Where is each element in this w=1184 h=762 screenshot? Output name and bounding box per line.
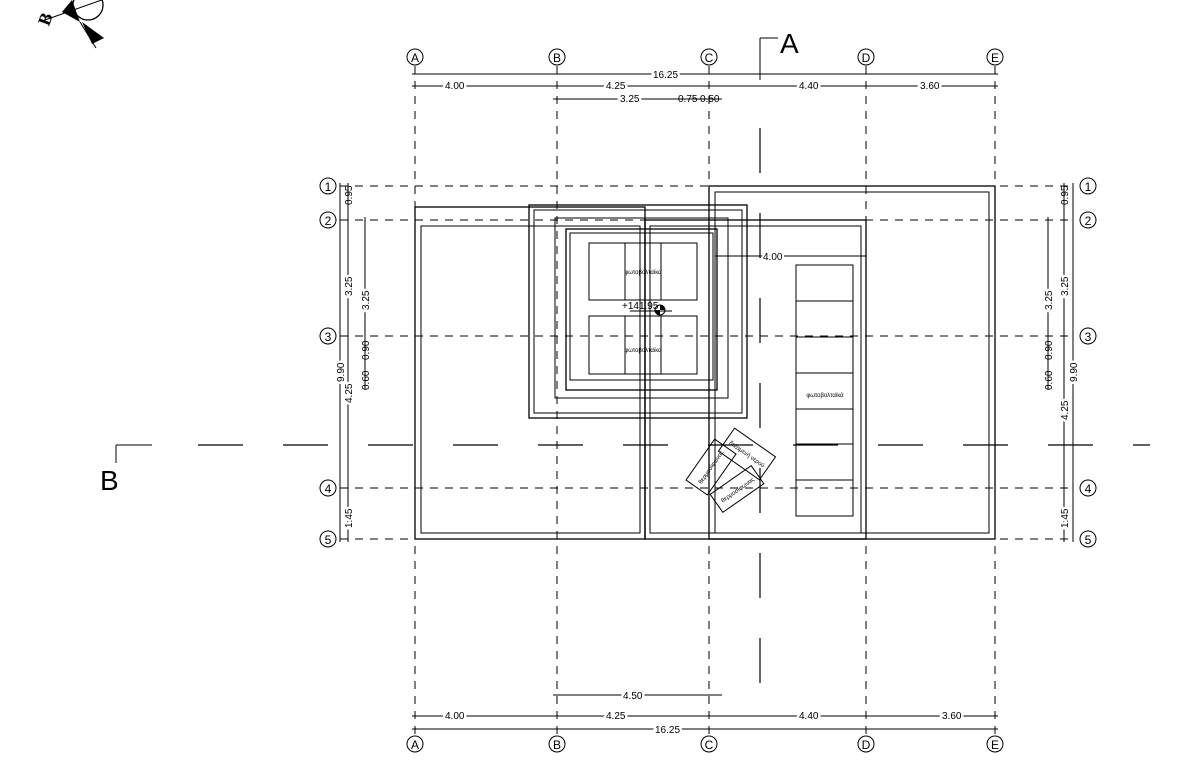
pv-array-bottom: φωτοβολταϊκα — [588, 315, 698, 375]
dimensions-bottom: 4.50 4.00 4.25 4.40 3.60 16.25 — [412, 689, 998, 739]
dimension-label: 4.40 — [799, 711, 819, 722]
dimension-label: 0.60 — [1044, 370, 1055, 390]
dimension-label: 4.00 — [763, 252, 783, 263]
north-arrow-icon: B — [34, 0, 104, 49]
grid-bubbles-left: 1 2 3 4 5 — [319, 177, 337, 548]
dimension-label: B — [553, 51, 561, 65]
dimension-label: 3.60 — [942, 711, 962, 722]
dimension-label: C — [705, 51, 714, 65]
pv-array-top: φωτοβολταϊκα — [588, 242, 698, 301]
dimensions-top: 16.25 4.00 4.25 4.40 3.60 3.25 0.75 0.50 — [412, 68, 998, 108]
elevation-label: +141.95 — [622, 301, 659, 312]
section-a-label: A — [780, 28, 799, 59]
dimension-label: 16.25 — [653, 70, 678, 81]
dimension-label: 4.40 — [799, 81, 819, 92]
section-a: A — [759, 28, 799, 715]
grid-bubbles-right: 1 2 3 4 5 — [1079, 177, 1097, 548]
dimension-label: 9.90 — [1069, 362, 1080, 382]
building-outline — [414, 185, 996, 540]
dimension-label: 4 — [1085, 482, 1092, 496]
dimension-label: 3 — [1085, 330, 1092, 344]
tank-label: δεξαμενή νερού — [728, 440, 766, 470]
dimension-label: C — [705, 738, 714, 752]
dimension-label: 4.00 — [445, 81, 465, 92]
central-roof-structure — [528, 204, 748, 419]
dimension-label: A — [411, 738, 419, 752]
grid-bubbles-top: A B C D E — [406, 48, 1004, 66]
dimension-label: E — [991, 738, 999, 752]
dimension-label: 4.25 — [1060, 400, 1071, 420]
dimension-label: 0.95 — [1060, 185, 1071, 205]
dimension-label: 0.75 — [678, 94, 698, 105]
dimension-label: D — [862, 51, 871, 65]
dimensions-left: 0.95 3.25 3.25 9.90 4.25 0.60 0.90 1.45 — [334, 183, 375, 542]
grid-bubbles-bottom: A B C D E — [406, 735, 1004, 753]
dimension-label: 4.25 — [344, 383, 355, 403]
solar-heater-2: θερμοσίφωνας — [709, 464, 765, 514]
dimension-label: 2 — [1085, 214, 1092, 228]
dimension-label: 3.25 — [1060, 276, 1071, 296]
dimension-label: 3.25 — [361, 290, 372, 310]
dimension-label: 16.25 — [655, 725, 680, 736]
dimension-label: 3.25 — [344, 276, 355, 296]
section-b: B — [100, 444, 1150, 496]
dimension-label: 3.25 — [620, 94, 640, 105]
dimension-label: 4.25 — [606, 711, 626, 722]
dimension-label: 3.60 — [920, 81, 940, 92]
pv-label: φωτοβολταϊκά — [806, 392, 844, 399]
dimension-label: B — [553, 738, 561, 752]
dimension-label: 3.25 — [1044, 290, 1055, 310]
dimension-label: 0.95 — [344, 185, 355, 205]
dimension-label: 4 — [325, 482, 332, 496]
dimension-label: 9.90 — [336, 362, 347, 382]
dimension-label: 4.25 — [606, 81, 626, 92]
water-tank: δεξαμενή νερού — [717, 427, 777, 481]
heater-label: θερμοσίφωνας — [720, 477, 756, 504]
solar-heater-1: θερμοσίφωνας — [685, 438, 737, 496]
dimension-label: 4.00 — [445, 711, 465, 722]
dimension-label: 3 — [325, 330, 332, 344]
dimension-label: D — [862, 738, 871, 752]
dimensions-right: 0.95 3.25 3.25 9.90 4.25 0.60 0.90 1.45 — [1042, 183, 1083, 542]
dimension-label: 1.45 — [1060, 508, 1071, 528]
dimension-label: 4.50 — [623, 691, 643, 702]
dimension-label: 0.50 — [700, 94, 720, 105]
dim-inner-4: 4.00 — [715, 250, 866, 265]
dimension-label: 1 — [1085, 180, 1092, 194]
dimension-label: 1 — [325, 180, 332, 194]
north-section-label: B — [34, 10, 57, 28]
pv-array-right: φωτοβολταϊκά — [795, 264, 854, 517]
dimension-label: A — [411, 51, 419, 65]
dimension-label: 0.60 — [361, 370, 372, 390]
dimension-label: 2 — [325, 214, 332, 228]
dimension-label: 0.90 — [361, 340, 372, 360]
pv-label: φωτοβολταϊκα — [624, 348, 662, 354]
elevation-marker: +141.95 — [622, 301, 672, 316]
dimension-label: 5 — [325, 533, 332, 547]
dimension-label: 5 — [1085, 533, 1092, 547]
heater-label: θερμοσίφωνας — [698, 450, 725, 486]
dimension-label: 1.45 — [344, 508, 355, 528]
dimension-label: E — [991, 51, 999, 65]
dimension-label: 0.90 — [1044, 340, 1055, 360]
grid-lines — [340, 66, 1075, 735]
pv-label: φωτοβολταϊκα — [624, 270, 662, 276]
section-b-label: B — [100, 465, 119, 496]
